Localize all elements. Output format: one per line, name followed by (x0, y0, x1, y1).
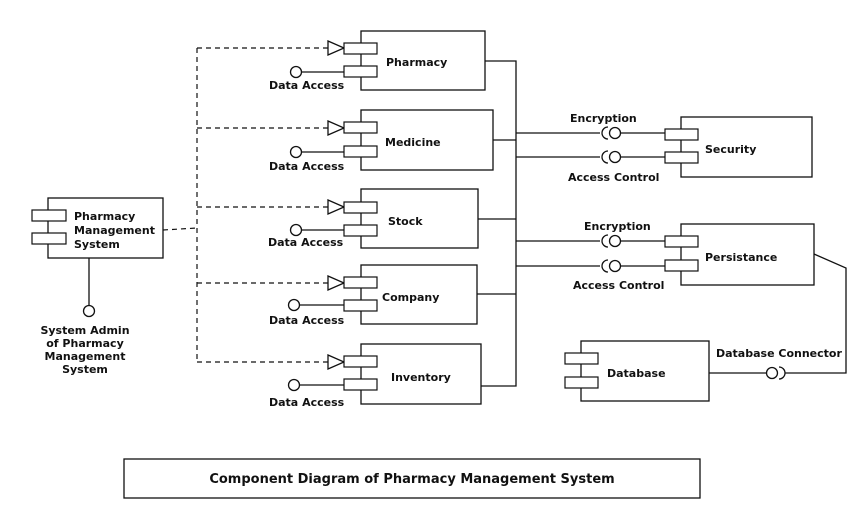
persistance-name: Persistance (705, 251, 777, 264)
database-name: Database (607, 367, 666, 380)
security-access-control-socket-icon (601, 150, 609, 164)
security-access-control-ball-icon (608, 150, 622, 164)
medicine-data-access-icon (289, 145, 303, 159)
component-security: Security (664, 116, 813, 178)
component-company: Company (343, 264, 478, 325)
company-data-access-icon (287, 298, 301, 312)
database-connector-socket-icon (778, 366, 786, 380)
component-database: Database (564, 340, 710, 402)
component-inventory: Inventory (343, 343, 482, 405)
company-data-access-label: Data Access (269, 314, 345, 327)
component-medicine: Medicine (343, 109, 494, 171)
persistance-encryption-ball-icon (608, 234, 622, 248)
database-connector-ball-icon (765, 366, 779, 380)
component-pharmacy: Pharmacy (343, 30, 486, 91)
inventory-data-access-label: Data Access (269, 396, 345, 409)
persistance-access-control-socket-icon (601, 259, 609, 273)
component-bus (477, 60, 600, 387)
security-encryption-label: Encryption (570, 112, 637, 125)
company-name: Company (382, 291, 439, 304)
pharmacy-data-access-label: Data Access (269, 79, 345, 92)
medicine-data-access-label: Data Access (269, 160, 345, 173)
diagram-title-box: Component Diagram of Pharmacy Management… (123, 458, 701, 499)
security-access-control-label: Access Control (568, 171, 659, 184)
arrow-inventory-icon (327, 354, 346, 370)
persistance-encryption-socket-icon (601, 234, 609, 248)
inventory-data-access-icon (287, 378, 301, 392)
arrow-company-icon (327, 275, 346, 291)
stock-name: Stock (388, 215, 423, 228)
component-persistance: Persistance (664, 223, 815, 286)
security-encryption-socket-icon (601, 126, 609, 140)
persistance-access-control-label: Access Control (573, 279, 664, 292)
medicine-name: Medicine (385, 136, 441, 149)
diagram-title: Component Diagram of Pharmacy Management… (209, 472, 614, 487)
stock-data-access-icon (289, 223, 303, 237)
security-encryption-ball-icon (608, 126, 622, 140)
stock-data-access-label: Data Access (268, 236, 344, 249)
persistance-encryption-label: Encryption (584, 220, 651, 233)
system-admin-interface-icon (82, 304, 96, 318)
inventory-name: Inventory (391, 371, 451, 384)
pharmacy-name: Pharmacy (386, 56, 447, 69)
pharmacy-data-access-icon (289, 65, 303, 79)
persistance-access-control-ball-icon (608, 259, 622, 273)
dependency-lines (162, 40, 346, 370)
arrow-stock-icon (327, 199, 346, 215)
arrow-medicine-icon (327, 120, 346, 136)
database-connector-label: Database Connector (716, 347, 842, 360)
arrow-pharmacy-icon (327, 40, 346, 56)
security-name: Security (705, 143, 756, 156)
component-stock: Stock (343, 188, 479, 249)
